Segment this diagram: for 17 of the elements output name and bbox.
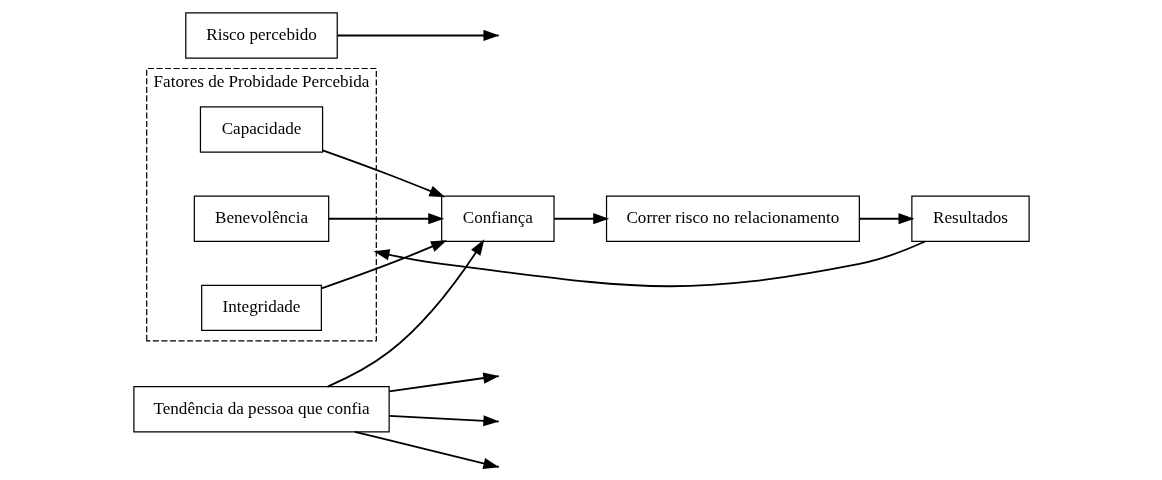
arrow xyxy=(387,372,499,393)
arrow xyxy=(373,240,926,288)
node-box: Correr risco no relacionamento xyxy=(605,195,860,242)
arrow xyxy=(858,213,914,225)
node-box: Capacidade xyxy=(199,106,323,153)
arrow xyxy=(552,213,609,225)
arrow xyxy=(353,430,499,469)
node-box: Tendência da pessoa que confia xyxy=(132,386,390,433)
arrow xyxy=(326,239,484,388)
arrow xyxy=(320,240,447,290)
node-box: Benevolência xyxy=(193,195,329,242)
node-box: Integridade xyxy=(200,284,322,332)
node-box: Confiança xyxy=(440,195,555,242)
node-box: Resultados xyxy=(910,195,1030,242)
arrow xyxy=(321,149,445,198)
arrow xyxy=(327,213,444,225)
node-box: Risco percebido xyxy=(184,12,338,59)
